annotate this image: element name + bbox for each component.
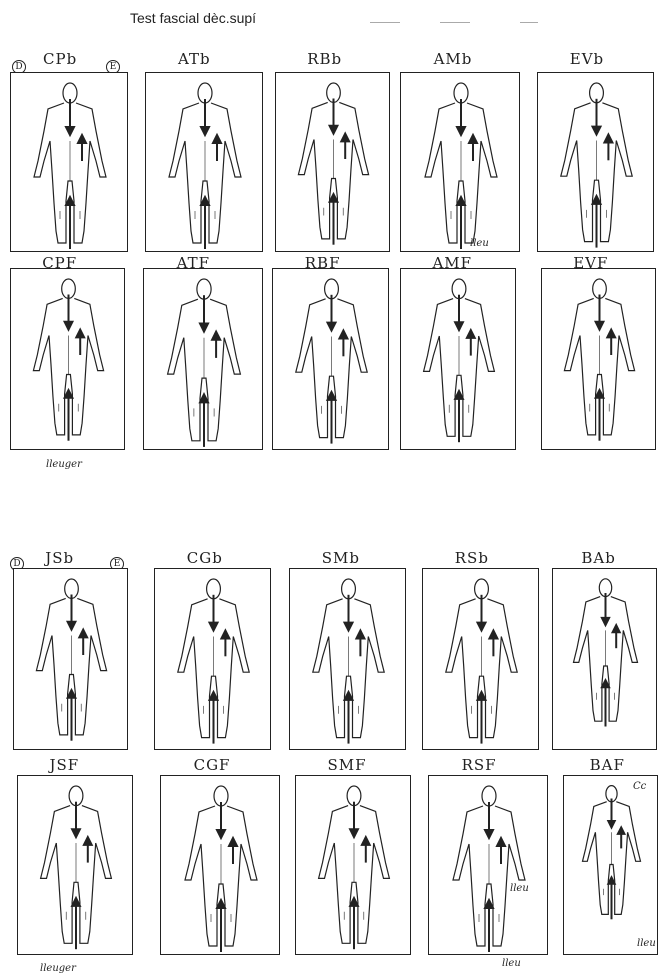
body-chart-panel (537, 72, 654, 252)
body-chart-panel (563, 775, 658, 955)
body-chart-panel (428, 775, 548, 955)
body-chart-panel (160, 775, 280, 955)
body-chart-panel (400, 268, 516, 450)
note-lleuger: lleuger (40, 963, 76, 974)
body-chart-panel (154, 568, 271, 750)
body-chart-panel (289, 568, 406, 750)
panel-label: SMF (327, 756, 366, 774)
panel-label: RSF (462, 756, 497, 774)
body-figure (14, 569, 129, 751)
body-chart-panel (541, 268, 656, 450)
note-lleuger: lleuger (46, 459, 82, 470)
panel-label: BAb (581, 549, 615, 567)
body-chart-panel (400, 72, 520, 252)
body-figure (155, 569, 272, 751)
scan-mark (370, 22, 400, 23)
body-figure (401, 269, 517, 451)
body-chart-panel (552, 568, 657, 750)
body-figure (144, 269, 264, 451)
body-chart-panel (10, 268, 125, 450)
panel-label: CPb (43, 50, 77, 68)
body-chart-panel (422, 568, 539, 750)
body-figure (18, 776, 134, 956)
panel-label: CGb (187, 549, 223, 567)
panel-label: RBb (307, 50, 342, 68)
panel-label: SMb (322, 549, 360, 567)
body-figure (423, 569, 540, 751)
note-lleu: lleu (470, 238, 489, 249)
body-figure (290, 569, 407, 751)
body-chart-panel (145, 72, 263, 252)
panel-label: JSF (49, 756, 79, 774)
body-chart-panel (13, 568, 128, 750)
scan-mark (520, 22, 538, 23)
body-figure (429, 776, 549, 956)
panel-label: EVb (570, 50, 604, 68)
body-chart-panel (143, 268, 263, 450)
panel-label: CGF (194, 756, 231, 774)
panel-label: RSb (455, 549, 489, 567)
body-figure (11, 269, 126, 451)
body-chart-panel (272, 268, 389, 450)
body-figure (276, 73, 391, 253)
body-figure (542, 269, 657, 451)
note-lleu: lleu (637, 938, 656, 949)
panel-label: ATb (178, 50, 211, 68)
body-figure (273, 269, 390, 451)
body-chart-panel (10, 72, 128, 252)
body-figure (553, 569, 658, 751)
body-figure (401, 73, 521, 253)
body-chart-panel (275, 72, 390, 252)
body-figure (564, 776, 659, 956)
body-figure (538, 73, 655, 253)
body-figure (11, 73, 129, 253)
body-figure (296, 776, 412, 956)
body-figure (146, 73, 264, 253)
body-chart-panel (295, 775, 411, 955)
page-title: Test fascial dèc.supí (130, 10, 256, 26)
scan-mark (440, 22, 470, 23)
note-lleu: lleu (502, 958, 521, 969)
note-lleu: lleu (510, 883, 529, 894)
panel-label: BAF (590, 756, 625, 774)
body-figure (161, 776, 281, 956)
panel-label: JSb (45, 549, 74, 567)
panel-label: AMb (434, 50, 473, 68)
note-cc: Cc (633, 781, 646, 792)
body-chart-panel (17, 775, 133, 955)
